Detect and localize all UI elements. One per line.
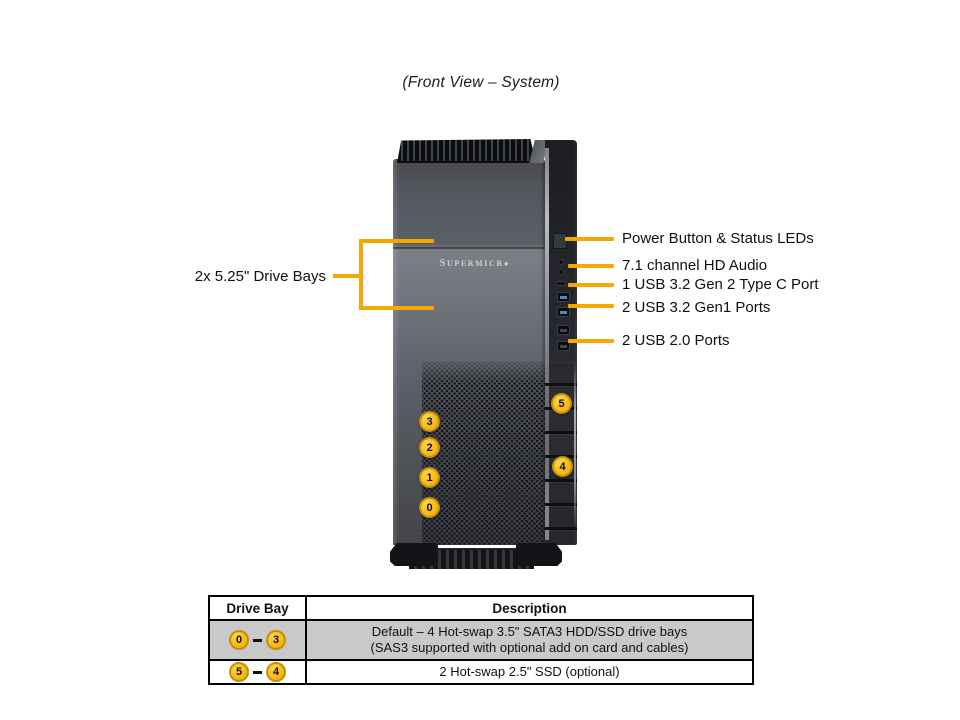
description-line: Default – 4 Hot-swap 3.5" SATA3 HDD/SSD … xyxy=(371,624,688,639)
top-vent-fins xyxy=(397,139,536,163)
table-row-description: 2 Hot-swap 2.5" SSD (optional) xyxy=(305,659,752,683)
callout-line-usb2 xyxy=(568,339,614,343)
bay-range-dash xyxy=(253,638,262,642)
description-line: 2 Hot-swap 2.5" SSD (optional) xyxy=(439,664,620,679)
callout-drive-bays-label: 2x 5.25" Drive Bays xyxy=(194,268,326,285)
drive-bay-badge: 2 xyxy=(419,437,440,458)
callout-usb3-label: 2 USB 3.2 Gen1 Ports xyxy=(622,299,771,316)
bay-badge: 4 xyxy=(266,662,286,682)
bay-badge: 0 xyxy=(229,630,249,650)
callout-power-label: Power Button & Status LEDs xyxy=(622,230,814,247)
usb2-port xyxy=(557,325,570,335)
callout-bracket-stub xyxy=(333,274,362,278)
bay-range-dash xyxy=(253,670,262,674)
table-row-description: Default – 4 Hot-swap 3.5" SATA3 HDD/SSD … xyxy=(305,619,752,659)
chassis-foot xyxy=(516,543,562,566)
drive-bay-badge: 4 xyxy=(552,456,573,477)
usb-c-port xyxy=(556,281,566,286)
callout-line-power xyxy=(565,237,614,241)
usb3-port xyxy=(557,292,570,302)
bay-badge: 5 xyxy=(229,662,249,682)
callout-bracket-top-arm xyxy=(359,239,434,243)
power-button xyxy=(553,233,567,249)
drive-bay-badge: 5 xyxy=(551,393,572,414)
audio-jack xyxy=(558,269,564,275)
mesh-vent xyxy=(422,361,545,545)
callout-line-usb3 xyxy=(568,304,614,308)
usb3-port xyxy=(557,307,570,317)
chassis-foot xyxy=(390,543,438,566)
ssd-bay-covers xyxy=(545,362,577,545)
table-header-drive-bay: Drive Bay xyxy=(226,600,289,616)
callout-usbc-label: 1 USB 3.2 Gen 2 Type C Port xyxy=(622,276,819,293)
drive-bay-table: Drive Bay Description 0 3 Default – 4 Ho… xyxy=(208,595,754,685)
table-row-bay-range: 0 3 xyxy=(210,619,305,659)
front-panel: SUPERMICR● xyxy=(393,159,545,569)
drive-bay-badge: 0 xyxy=(419,497,440,518)
figure-title: (Front View – System) xyxy=(402,74,560,91)
panel-seam xyxy=(393,247,545,249)
callout-audio-label: 7.1 channel HD Audio xyxy=(622,257,768,274)
callout-usb2-label: 2 USB 2.0 Ports xyxy=(622,332,730,349)
supermicro-logo: SUPERMICR● xyxy=(439,258,511,269)
drive-bay-badge: 1 xyxy=(419,467,440,488)
callout-bracket-bottom-arm xyxy=(359,306,434,310)
audio-jack xyxy=(558,259,564,265)
bay-badge: 3 xyxy=(266,630,286,650)
side-edge-highlight xyxy=(574,362,576,530)
table-header-description: Description xyxy=(305,597,752,619)
bottom-vent xyxy=(409,548,534,569)
description-line: (SAS3 supported with optional add on car… xyxy=(370,640,689,655)
callout-line-audio xyxy=(568,264,614,268)
table-row-bay-range: 5 4 xyxy=(210,659,305,683)
callout-bracket-vertical xyxy=(359,239,363,310)
callout-line-usbc xyxy=(568,283,614,287)
usb2-port xyxy=(557,341,570,351)
server-chassis: SUPERMICR● xyxy=(388,138,588,569)
panel-highlight-edge xyxy=(545,148,549,540)
drive-bay-badge: 3 xyxy=(419,411,440,432)
